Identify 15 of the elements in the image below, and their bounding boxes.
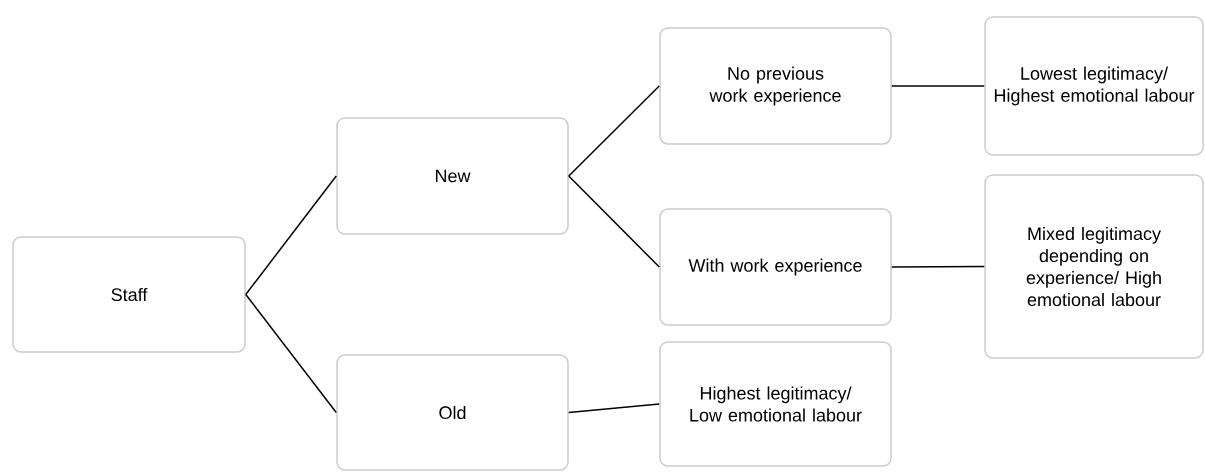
process-box: Mixed legitimacy depending on experience/ High emotional labour xyxy=(984,174,1204,359)
process-box: No previous work experience xyxy=(659,27,892,145)
process-box: Old xyxy=(336,354,569,471)
process-box: Highest legitimacy/ Low emotional labour xyxy=(659,341,892,467)
connector-line xyxy=(568,85,660,177)
connector-line xyxy=(568,175,660,268)
connector-line xyxy=(245,293,337,414)
process-box: Lowest legitimacy/ Highest emotional labour xyxy=(984,16,1204,156)
process-box: Staff xyxy=(12,236,246,353)
connector-line xyxy=(245,175,337,296)
process-box: New xyxy=(336,117,569,235)
connector-line xyxy=(891,85,985,87)
connector-line xyxy=(891,265,985,268)
process-box: With work experience xyxy=(659,208,892,326)
connector-line xyxy=(568,403,660,414)
